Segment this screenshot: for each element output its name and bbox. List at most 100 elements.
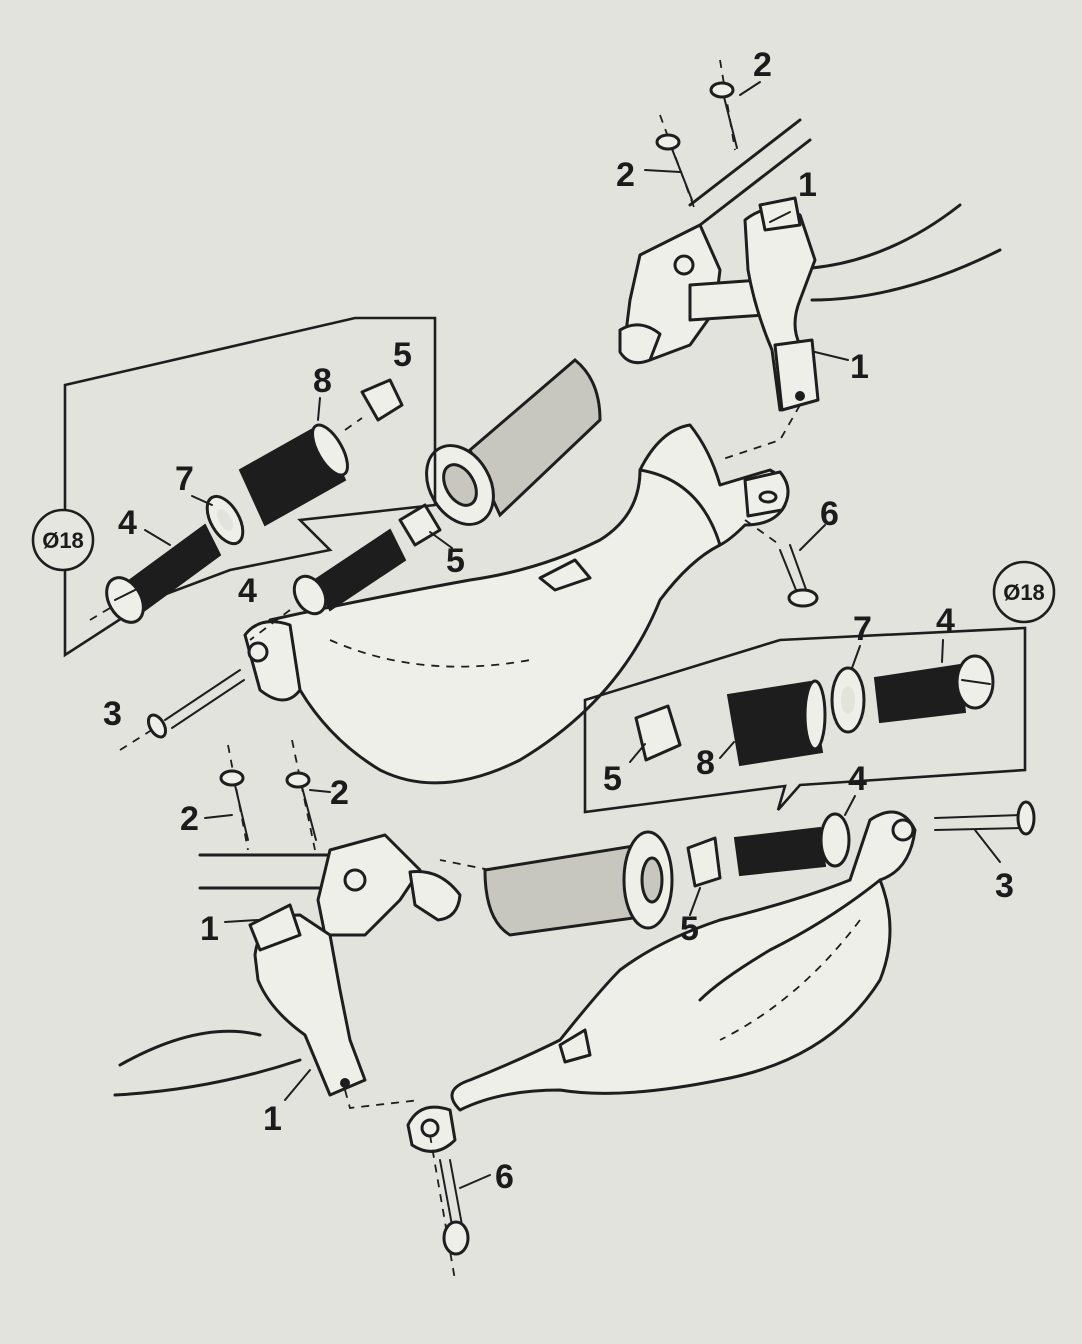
- leader: [284, 1069, 311, 1101]
- label-1-lower-clamp: 1: [263, 1100, 282, 1138]
- upper-clamp-screws: [644, 59, 761, 211]
- lower-grip-body: [483, 843, 657, 937]
- label-8-callout: 8: [313, 362, 332, 400]
- label-6-upper: 6: [820, 495, 839, 533]
- label-7-lower-callout: 7: [853, 610, 872, 648]
- upper-lever-stub: [618, 323, 662, 365]
- lower-guard-hidden-line: [719, 919, 861, 1041]
- lower-screw-2b-shank: [301, 786, 317, 841]
- screw-axis: [291, 739, 316, 851]
- label-2-lower-left: 2: [180, 800, 199, 838]
- label-4-lower-installed: 4: [848, 760, 867, 798]
- bolt-6-head: [787, 588, 819, 608]
- leader: [191, 495, 213, 506]
- callout-box: [583, 626, 1027, 814]
- leader: [974, 829, 1001, 863]
- insert-4-slot: [114, 589, 136, 601]
- upper-clamp-cap: [758, 196, 802, 232]
- callout-insert-4: [89, 523, 222, 624]
- callout-spacer-8-lower: [726, 679, 827, 767]
- upper-screw-2b-head: [655, 133, 681, 151]
- lower-hand-guard: [406, 810, 917, 1153]
- upper-grip-bore: [442, 463, 478, 507]
- upper-handlebar-bottom-edge: [810, 248, 1002, 302]
- upper-guard-end-mount: [243, 620, 302, 702]
- lower-clamp-screws: [204, 739, 331, 851]
- label-leader-lines: [144, 211, 944, 1101]
- axis-line: [89, 607, 111, 621]
- leader: [814, 351, 849, 361]
- axis-line: [119, 727, 156, 751]
- lower-screw-2a-shank: [234, 784, 249, 841]
- axis-line: [744, 519, 781, 546]
- spacer-8-end: [803, 679, 827, 751]
- lower-insert-4-head: [819, 812, 851, 868]
- screw-axis: [719, 59, 736, 151]
- upper-clamp-block: [773, 338, 820, 412]
- lower-clamp-hole: [340, 1078, 350, 1088]
- callout-spacer-8: [238, 423, 349, 527]
- label-3-upper: 3: [103, 695, 122, 733]
- leader: [629, 743, 646, 763]
- leader: [689, 887, 701, 916]
- lower-installed-insert: [686, 812, 851, 888]
- label-3-lower: 3: [995, 867, 1014, 905]
- leader: [459, 1174, 491, 1189]
- callout-washer-7-lower: [830, 666, 866, 734]
- lower-guard-body: [450, 810, 917, 1112]
- upper-screw-2b-shank: [671, 148, 693, 201]
- upper-handlebar-top-edge: [810, 203, 962, 270]
- leader: [317, 397, 321, 421]
- lower-insert-4-body: [733, 826, 827, 877]
- leader: [644, 169, 681, 173]
- upper-grip-body: [468, 358, 602, 518]
- lower-clamp-cap: [248, 903, 302, 952]
- screw-3-shank-2: [171, 679, 245, 729]
- lower-guard-slot: [558, 1028, 592, 1064]
- lower-nut-5: [686, 836, 722, 888]
- upper-perch-pivot: [673, 254, 695, 276]
- lower-perch-pivot: [343, 868, 367, 892]
- spacer-8-end: [311, 423, 349, 477]
- screw-3-shank-2: [934, 827, 1021, 831]
- axis-line: [719, 404, 801, 461]
- upper-guard-edge: [638, 468, 722, 547]
- screw-3-shank: [934, 814, 1021, 819]
- label-5-callout: 5: [393, 336, 412, 374]
- insert-4-head: [105, 576, 145, 624]
- leader: [429, 531, 453, 549]
- lower-right-detail-callout: [583, 560, 1056, 814]
- leader: [844, 795, 856, 816]
- label-2-lower-right: 2: [330, 774, 349, 812]
- label-1-upper-clamp: 1: [850, 348, 869, 386]
- screw-3-shank: [164, 669, 241, 721]
- lower-handlebar-bottom-edge: [113, 1058, 302, 1097]
- upper-screw-2a-shank: [723, 96, 738, 149]
- leader: [851, 645, 861, 669]
- diameter-label-lower: Ø18: [1003, 580, 1045, 605]
- leader: [739, 81, 761, 96]
- upper-left-detail-callout: [31, 316, 437, 658]
- bolt-6-shank-2: [789, 544, 809, 596]
- axis-line: [344, 1089, 421, 1109]
- axis-line: [344, 417, 363, 431]
- upper-grip: [425, 358, 602, 526]
- upper-diameter-marker: [31, 508, 95, 572]
- washer-7-hole: [841, 686, 855, 714]
- upper-guard-bolt: [744, 519, 826, 608]
- label-7-callout: 7: [175, 460, 194, 498]
- bolt-6-head: [442, 1220, 470, 1256]
- label-8-lower-callout: 8: [696, 744, 715, 782]
- leader: [719, 741, 735, 759]
- callout-insert-4-lower: [873, 654, 995, 724]
- leader: [941, 639, 944, 663]
- upper-insert-4-head: [292, 574, 328, 616]
- screw-axis: [227, 744, 249, 851]
- lower-grip: [483, 830, 674, 937]
- leader: [799, 524, 826, 551]
- upper-handlebar-assembly: [618, 118, 1002, 412]
- upper-guard-tab-hole: [758, 490, 778, 504]
- upper-clamp-hole: [795, 391, 805, 401]
- lower-lever-perch: [316, 833, 422, 937]
